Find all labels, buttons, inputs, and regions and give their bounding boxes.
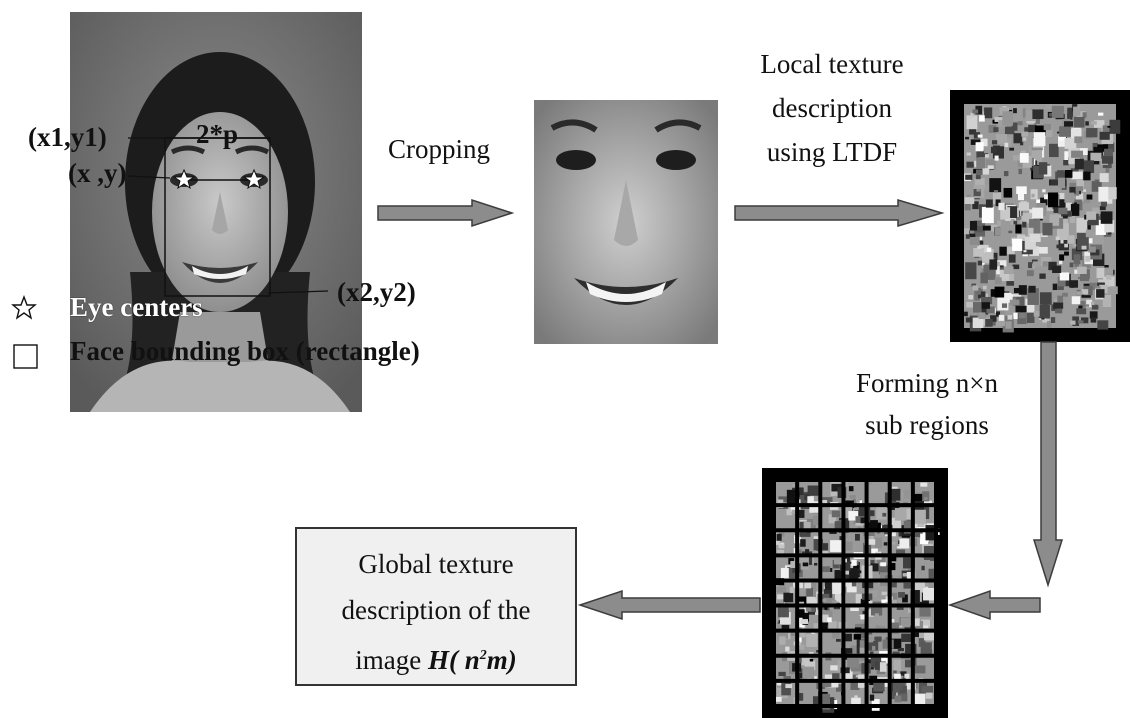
label-forming-subregions: Forming n×n sub regions [840, 362, 1014, 446]
global-line-1: Global texture [358, 549, 514, 579]
legend-eye-centers: Eye centers [70, 292, 203, 322]
formula-m: m) [486, 645, 517, 675]
global-line-3: image H( n2m) [297, 633, 575, 683]
label-local-texture: Local texture description using LTDF [740, 42, 924, 174]
global-texture-box: Global texture description of the image … [295, 527, 577, 686]
formula-sup: 2 [479, 648, 487, 663]
label-cropping: Cropping [388, 134, 491, 164]
subregion-grid-image [762, 468, 948, 718]
original-face-image [70, 12, 362, 412]
square-outline-icon [13, 344, 38, 369]
star-outline-icon [11, 295, 37, 320]
global-texture-text: Global texture description of the image … [297, 541, 575, 683]
global-line-2: description of the [341, 595, 531, 625]
forming-line-1: Forming n×n [856, 368, 998, 398]
ltdf-texture-image [950, 90, 1130, 342]
label-2p: 2*p [196, 119, 239, 149]
global-line-3-prefix: image [355, 645, 428, 675]
texture-arrow [734, 198, 945, 228]
label-x1y1: (x1,y1) [28, 122, 107, 152]
cropped-face-photo [534, 100, 718, 344]
legend-bounding-box: Face bounding box (rectangle) [70, 336, 420, 366]
down-arrow [1032, 341, 1064, 588]
formula-n: n [464, 645, 480, 675]
into-grid-arrow [947, 589, 1041, 621]
local-texture-line-2: description [772, 93, 892, 123]
original-face-photo [70, 12, 362, 412]
local-texture-line-3: using LTDF [766, 137, 898, 167]
label-eye-center: (x ,y) [68, 158, 127, 188]
subregion-grid-pattern [762, 468, 948, 718]
formula-h: H( [427, 645, 458, 675]
local-texture-line-1: Local texture [760, 49, 904, 79]
ltdf-texture-pattern [964, 104, 1121, 333]
to-global-arrow [577, 589, 761, 621]
cropping-arrow [377, 198, 515, 228]
cropped-face-image [534, 100, 718, 344]
label-x2y2: (x2,y2) [337, 277, 416, 307]
forming-line-2: sub regions [865, 410, 989, 440]
